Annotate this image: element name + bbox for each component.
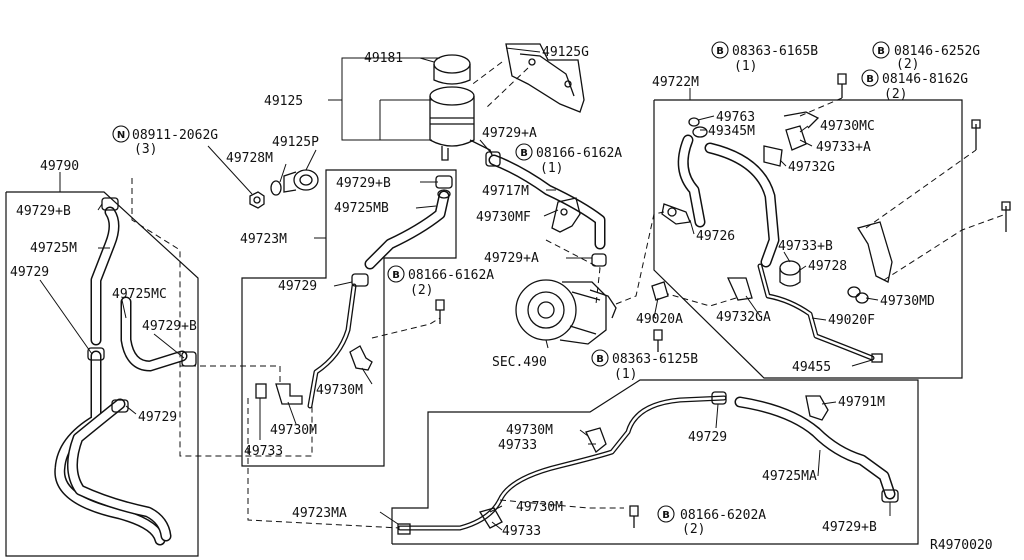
label-08166-6162A-1-qty: (2) <box>410 283 433 298</box>
label-08166-6162A-2: 08166-6162A <box>536 146 622 161</box>
label-49730M-center-1: 49730M <box>316 383 363 398</box>
label-49729b-left-2: 49729+B <box>142 319 197 334</box>
label-08166-6162A-1: 08166-6162A <box>408 268 494 283</box>
label-49723MA: 49723MA <box>292 506 347 521</box>
label-49728M: 49728M <box>226 151 273 166</box>
svg-text:B: B <box>392 270 400 281</box>
lower-group-box <box>391 379 919 545</box>
left-group-box <box>5 191 199 557</box>
label-49730MD: 49730MD <box>880 294 935 309</box>
label-49729-left-2: 49729 <box>138 410 177 425</box>
svg-text:B: B <box>866 74 874 85</box>
label-08911-qty: (3) <box>134 142 157 157</box>
label-49345M: 49345M <box>708 124 755 139</box>
label-49733-lower-2: 49733 <box>502 524 541 539</box>
label-49729a-1: 49729+A <box>482 126 537 141</box>
label-08166-6162A-2-qty: (1) <box>540 161 563 176</box>
marker-n-08911: N <box>112 125 130 143</box>
label-49455: 49455 <box>792 360 831 375</box>
label-49733b: 49733+B <box>778 239 833 254</box>
svg-text:B: B <box>662 510 670 521</box>
label-49733-center: 49733 <box>244 444 283 459</box>
label-49730MF: 49730MF <box>476 210 531 225</box>
marker-b-8162G: B <box>861 69 879 87</box>
label-49790: 49790 <box>40 159 79 174</box>
svg-text:B: B <box>877 46 885 57</box>
bolts <box>435 73 1011 528</box>
marker-b-6252G: B <box>872 41 890 59</box>
svg-text:B: B <box>716 46 724 57</box>
label-08166-6202A-qty: (2) <box>682 522 705 537</box>
label-49726: 49726 <box>696 229 735 244</box>
label-08911-2062G: 08911-2062G <box>132 128 218 143</box>
label-49729-center: 49729 <box>278 279 317 294</box>
label-08146-8162G-qty: (2) <box>884 87 907 102</box>
label-49125G: 49125G <box>542 45 589 60</box>
label-49729b-lower: 49729+B <box>822 520 877 535</box>
right-group-parts <box>651 111 893 363</box>
svg-text:B: B <box>596 354 604 365</box>
return-hose-clamps <box>485 151 607 267</box>
label-08363-6165B: 08363-6165B <box>732 44 818 59</box>
label-49728: 49728 <box>808 259 847 274</box>
label-08146-6252G-qty: (2) <box>896 57 919 72</box>
label-49730M-lower-1: 49730M <box>506 423 553 438</box>
label-49733-lower-1: 49733 <box>498 438 537 453</box>
label-49732GA: 49732GA <box>716 310 771 325</box>
label-49717M: 49717M <box>482 184 529 199</box>
label-49732G: 49732G <box>788 160 835 175</box>
label-08146-6252G: 08146-6252G <box>894 44 980 59</box>
label-49725MC: 49725MC <box>112 287 167 302</box>
leader-lines <box>39 47 891 531</box>
dashed-references <box>131 61 1007 529</box>
diagram-reference-code: R4970020 <box>930 538 993 553</box>
marker-b-6162A-1: B <box>387 265 405 283</box>
label-49725MB: 49725MB <box>334 201 389 216</box>
nut-08911 <box>249 191 265 209</box>
center-group-box <box>241 169 457 467</box>
label-49729-left-1: 49729 <box>10 265 49 280</box>
power-steering-pump <box>515 279 617 345</box>
reservoir-bracket <box>505 43 585 113</box>
label-49729a-2: 49729+A <box>484 251 539 266</box>
label-49729-lower: 49729 <box>688 430 727 445</box>
marker-b-6202A: B <box>657 505 675 523</box>
label-49125: 49125 <box>264 94 303 109</box>
marker-b-6165B: B <box>711 41 729 59</box>
label-49725M: 49725M <box>30 241 77 256</box>
lower-group-parts <box>397 391 899 535</box>
label-08166-6202A: 08166-6202A <box>680 508 766 523</box>
label-sec-490: SEC.490 <box>492 355 547 370</box>
label-08363-6165B-qty: (1) <box>734 59 757 74</box>
label-49729b-center: 49729+B <box>336 176 391 191</box>
label-49729b-left: 49729+B <box>16 204 71 219</box>
reservoir-assembly <box>429 54 495 161</box>
label-49730M-center-2: 49730M <box>270 423 317 438</box>
label-49722M: 49722M <box>652 75 699 90</box>
label-49020F: 49020F <box>828 313 875 328</box>
label-08363-6125B-qty: (1) <box>614 367 637 382</box>
label-49791M: 49791M <box>838 395 885 410</box>
right-group-box <box>653 99 963 379</box>
label-49733a: 49733+A <box>816 140 871 155</box>
label-49723M: 49723M <box>240 232 287 247</box>
label-49730M-lower-2: 49730M <box>516 500 563 515</box>
svg-text:B: B <box>520 148 528 159</box>
marker-b-6125B: B <box>591 349 609 367</box>
label-49181: 49181 <box>364 51 403 66</box>
label-49763: 49763 <box>716 110 755 125</box>
label-49730MC: 49730MC <box>820 119 875 134</box>
label-49020A: 49020A <box>636 312 683 327</box>
label-08146-8162G: 08146-8162G <box>882 72 968 87</box>
label-08363-6125B: 08363-6125B <box>612 352 698 367</box>
reservoir-cap-grommet <box>270 169 319 196</box>
svg-text:N: N <box>117 130 125 141</box>
marker-b-6162A-2: B <box>515 143 533 161</box>
label-49725MA: 49725MA <box>762 469 817 484</box>
label-49125P: 49125P <box>272 135 319 150</box>
left-clamps <box>87 197 197 413</box>
